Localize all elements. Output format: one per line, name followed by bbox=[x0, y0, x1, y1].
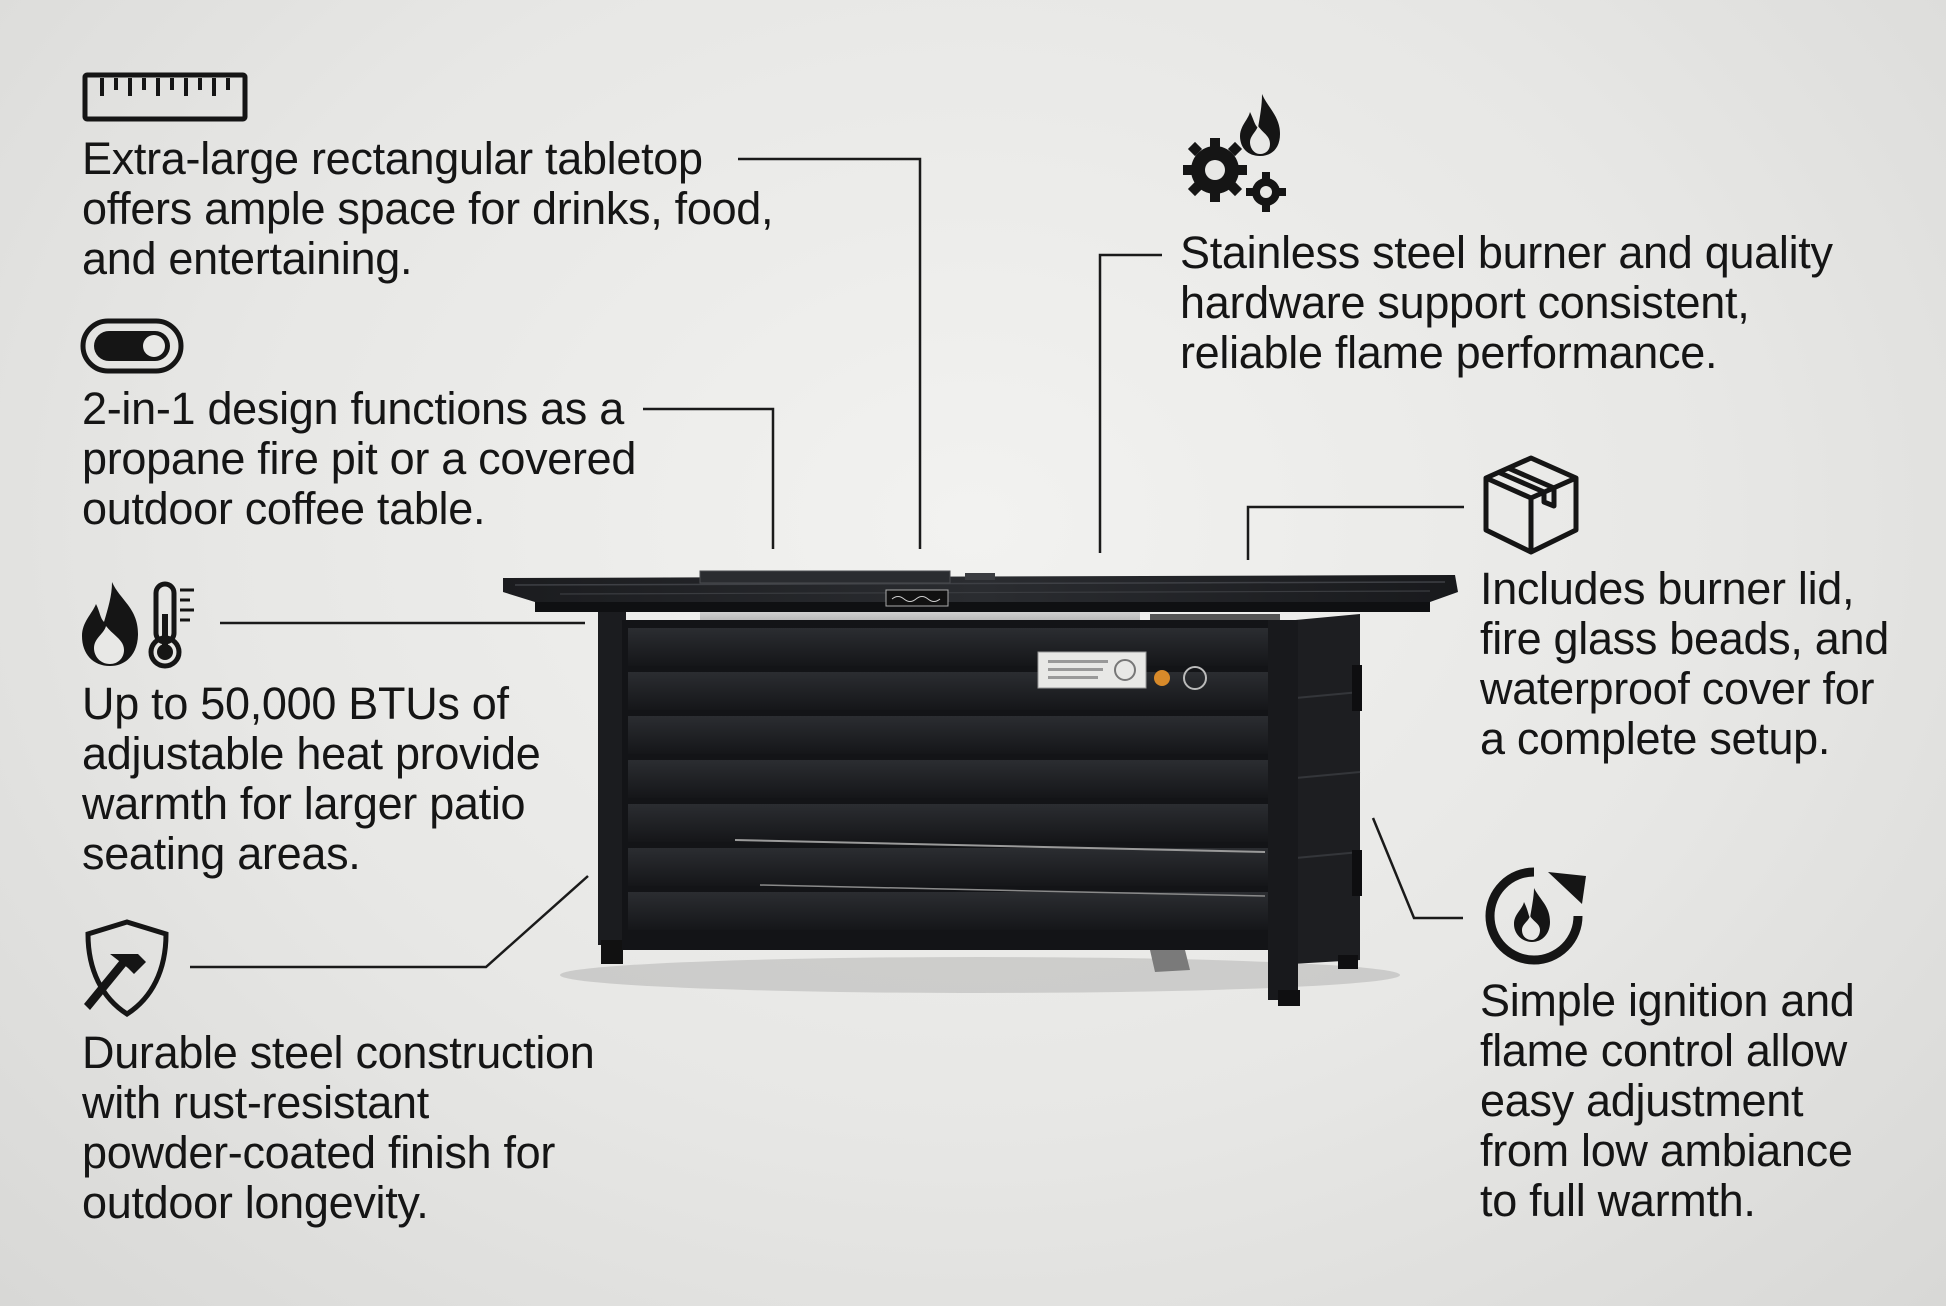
gears-flame-icon bbox=[1183, 94, 1286, 212]
tabletop bbox=[503, 570, 1458, 612]
burner-lid bbox=[699, 570, 951, 584]
callout-line-burner bbox=[1098, 253, 1162, 553]
lid-handle bbox=[965, 573, 995, 580]
ignition-button bbox=[1154, 670, 1170, 686]
feature-includes-text: Includes burner lid, fire glass beads, a… bbox=[1480, 563, 1889, 764]
callout-line-durable bbox=[190, 875, 589, 969]
flame-dial-icon bbox=[1485, 867, 1586, 965]
feature-two-in-one-text: 2-in-1 design functions as a propane fir… bbox=[82, 383, 637, 534]
foot-right-front bbox=[1278, 990, 1300, 1006]
callout-line-two-in-one bbox=[643, 407, 775, 549]
table-leg-right-front bbox=[1268, 620, 1298, 1000]
table-leg-left bbox=[598, 600, 626, 945]
flame-thermometer-icon bbox=[82, 581, 194, 669]
ruler-icon bbox=[82, 72, 248, 122]
foot-left bbox=[601, 940, 623, 964]
feature-ignition-text: Simple ignition and flame control allow … bbox=[1480, 975, 1855, 1226]
toggle-icon bbox=[80, 318, 184, 374]
foot-right-back bbox=[1338, 955, 1358, 969]
table-shadow bbox=[560, 957, 1400, 993]
control-knob bbox=[1183, 666, 1207, 690]
feature-burner-text: Stainless steel burner and quality hardw… bbox=[1180, 227, 1833, 378]
front-panel bbox=[622, 620, 1274, 950]
control-panel bbox=[1037, 651, 1207, 690]
callout-line-tabletop bbox=[738, 157, 922, 549]
brand-script bbox=[891, 596, 941, 602]
feature-durable-text: Durable steel construction with rust-res… bbox=[82, 1027, 595, 1228]
shield-hammer-icon bbox=[84, 919, 169, 1017]
cover-strap bbox=[1150, 950, 1190, 972]
box-icon bbox=[1483, 455, 1579, 555]
feature-tabletop-text: Extra-large rectangular tabletop offers … bbox=[82, 133, 774, 284]
feature-heat-text: Up to 50,000 BTUs of adjustable heat pro… bbox=[82, 678, 541, 879]
callout-line-ignition bbox=[1371, 817, 1463, 920]
callout-line-includes bbox=[1246, 505, 1464, 560]
